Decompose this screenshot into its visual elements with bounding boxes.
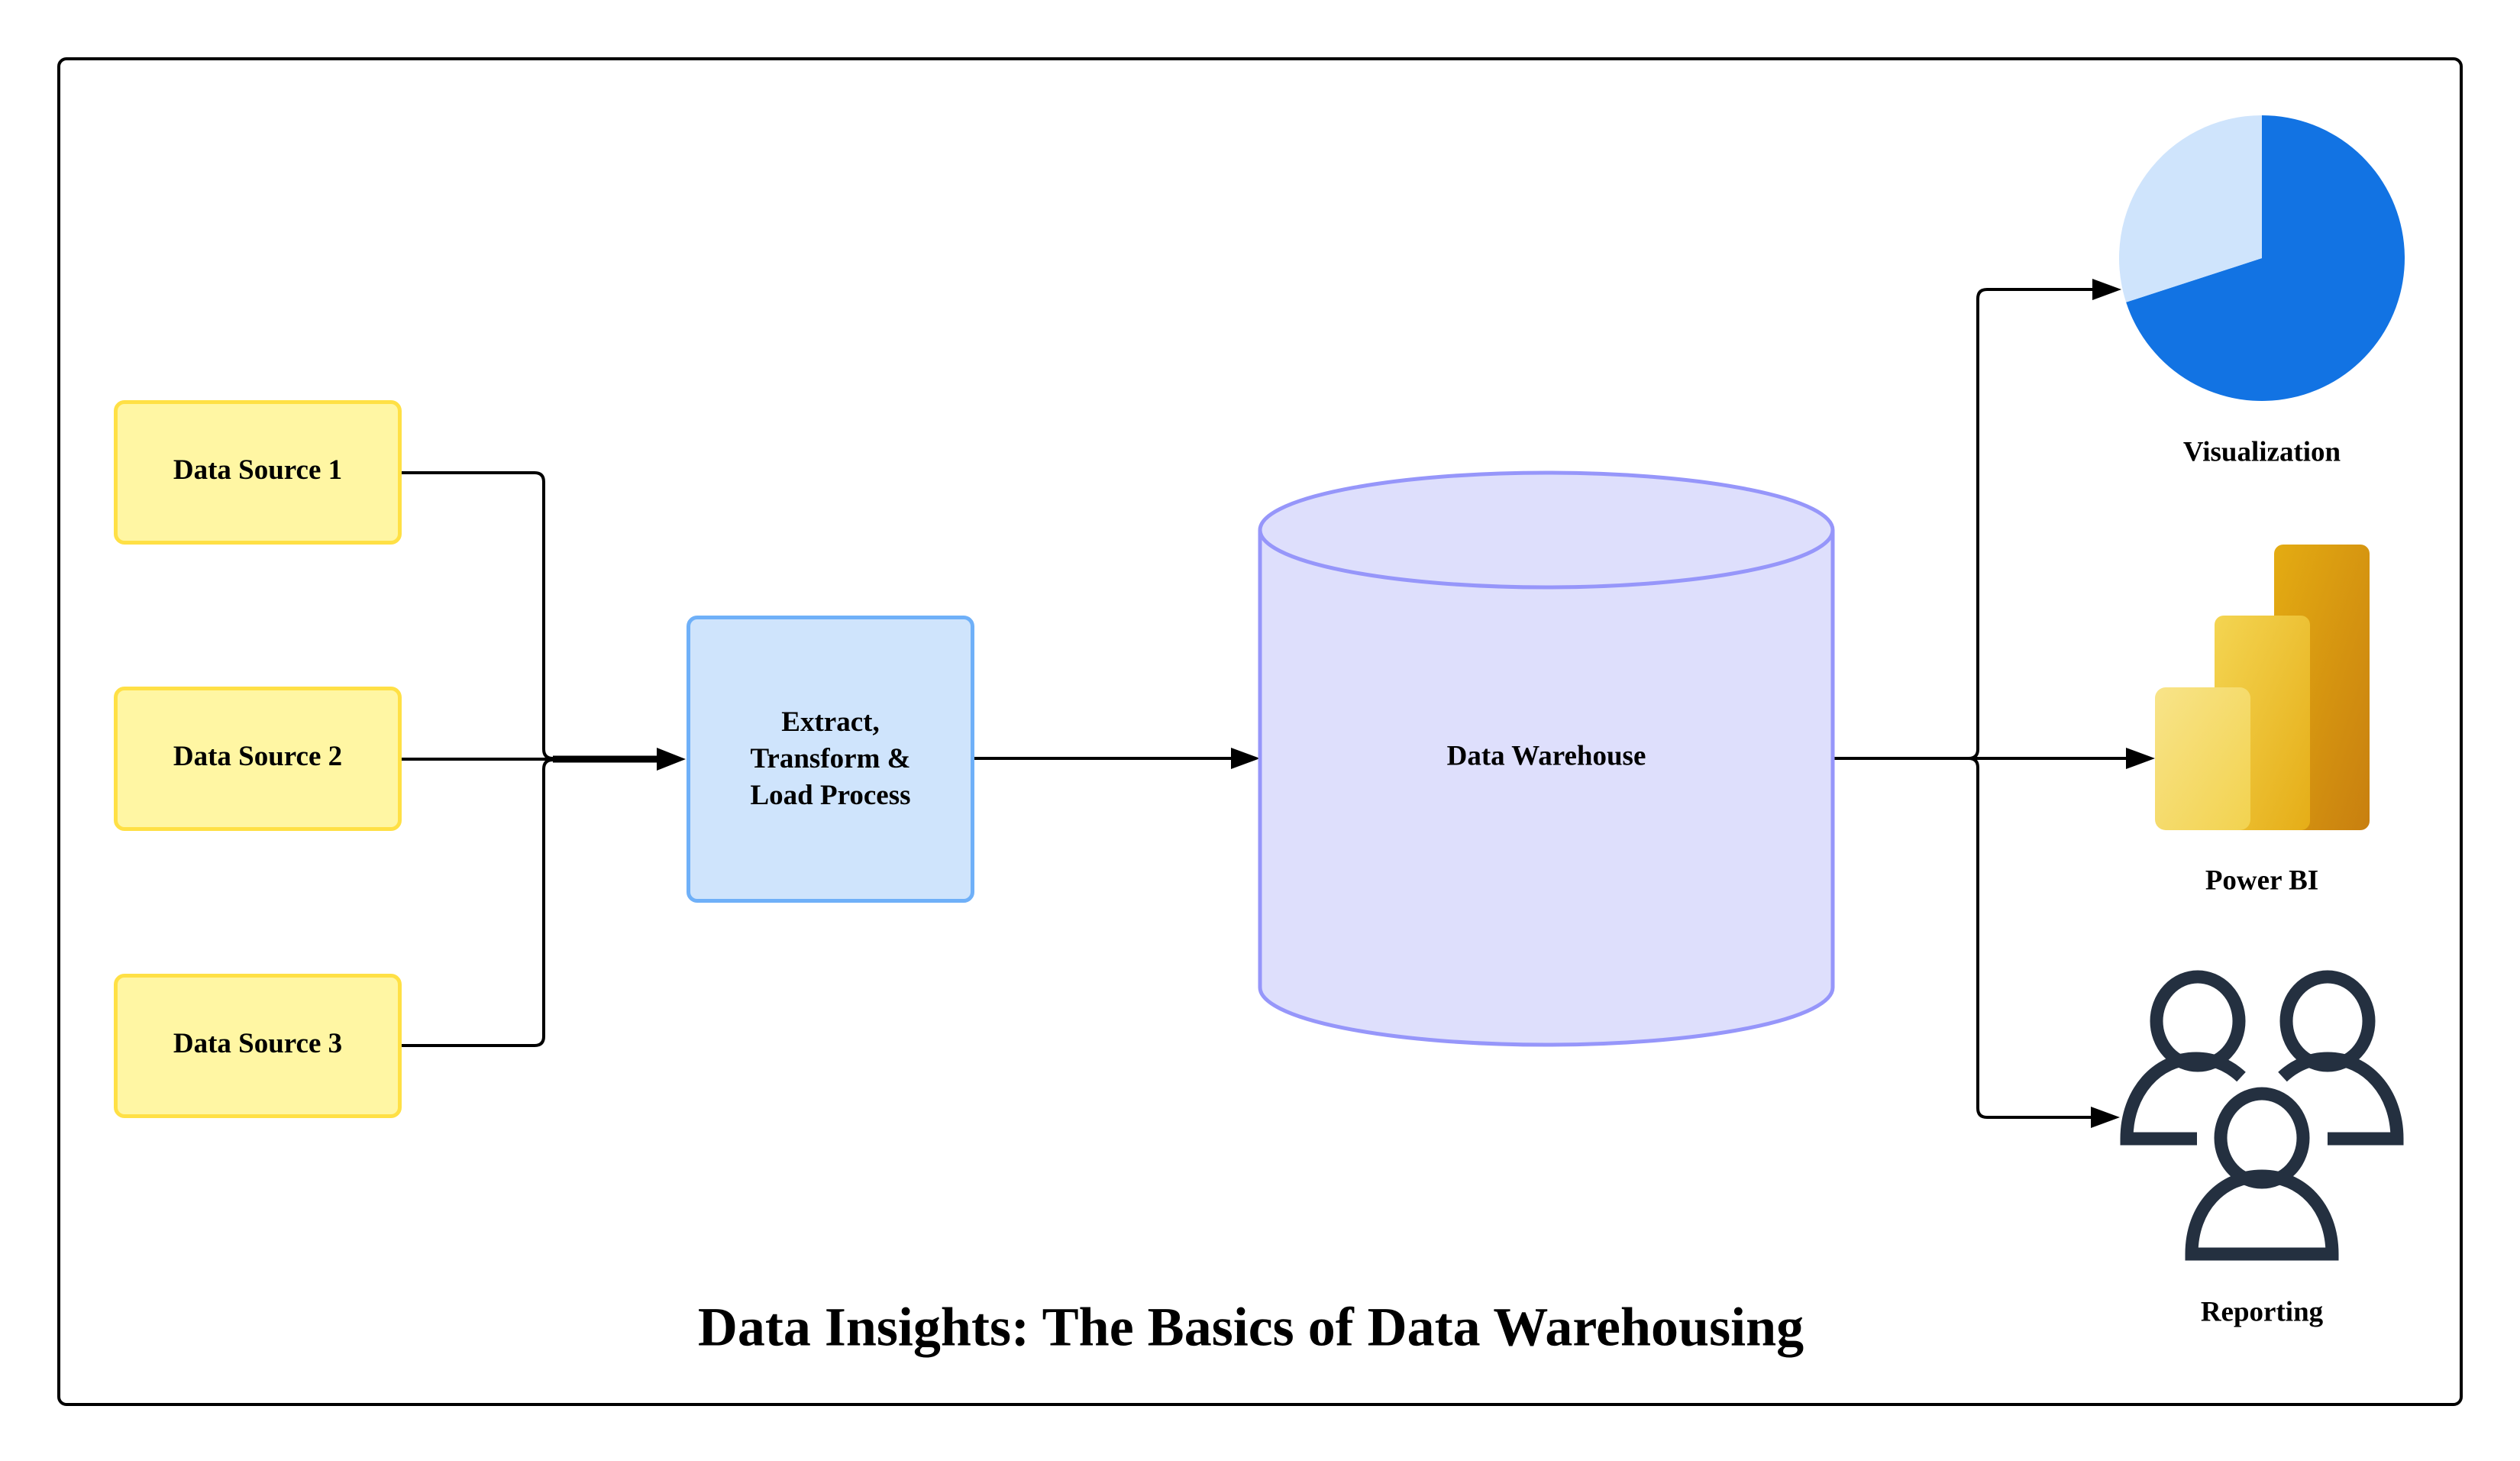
pie-slice-1 (2126, 115, 2405, 401)
power-bi-icon (2155, 545, 2370, 830)
power-bi-bar-short (2155, 687, 2250, 830)
connector-source3-etl (402, 758, 657, 1047)
power-bi-label: Power BI (2205, 865, 2319, 897)
arrowhead-etl (657, 748, 686, 771)
data-source-2-label: Data Source 2 (173, 741, 343, 772)
etl-label-line-2: Transform & (750, 743, 911, 774)
people-group-icon (2120, 970, 2404, 1261)
data-source-2-node[interactable]: Data Source 2 (114, 687, 402, 831)
etl-label-line-1: Extract, (781, 706, 880, 738)
data-source-3-label: Data Source 3 (173, 1028, 343, 1059)
arrowhead-visualization (2092, 279, 2121, 300)
connector-warehouse-visualization (1833, 288, 2094, 760)
visualization-label: Visualization (2182, 436, 2341, 468)
pie-chart-icon (2119, 115, 2405, 401)
arrowhead-powerbi (2126, 748, 2155, 769)
etl-label-line-3: Load Process (750, 780, 911, 811)
connector-source1-etl (402, 471, 657, 760)
arrowhead-warehouse (1231, 748, 1260, 769)
data-source-1-node[interactable]: Data Source 1 (114, 400, 402, 545)
diagram-title: Data Insights: The Basics of Data Wareho… (697, 1296, 1804, 1358)
reporting-label: Reporting (2200, 1296, 2324, 1328)
data-warehouse-cylinder[interactable] (1258, 470, 1835, 1047)
data-source-3-node[interactable]: Data Source 3 (114, 974, 402, 1118)
arrowhead-reporting (2091, 1107, 2120, 1128)
connector-warehouse-reporting (1968, 757, 2092, 1119)
etl-process-node[interactable]: Extract, Transform & Load Process (687, 616, 974, 903)
data-warehouse-label: Data Warehouse (1446, 740, 1646, 772)
data-source-1-label: Data Source 1 (173, 454, 343, 486)
diagram-frame (57, 57, 2463, 1406)
pie-slice-2 (2119, 115, 2262, 302)
